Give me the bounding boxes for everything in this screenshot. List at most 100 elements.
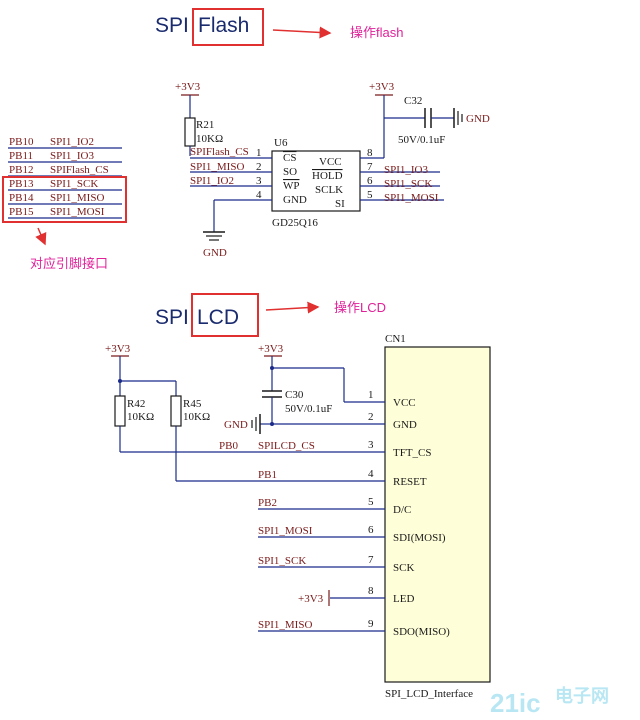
mcu-pin-row: PB11 SPI1_IO3 bbox=[8, 150, 122, 163]
cn1-pin-num: 4 bbox=[368, 468, 374, 480]
watermark-logo: 21ic bbox=[490, 688, 541, 718]
cn1-pin-label: LED bbox=[393, 593, 414, 605]
c30-value: 50V/0.1uF bbox=[285, 403, 332, 415]
spi-pins-highlight bbox=[2, 176, 127, 223]
r42-ref: R42 bbox=[127, 398, 145, 410]
u6-left-pins: SPIFlash_CS 1 CS SPI1_MISO 2 SO SPI1_IO2… bbox=[190, 146, 307, 206]
cn1-pin-label: VCC bbox=[393, 397, 416, 409]
u6-right-num: 7 bbox=[367, 161, 373, 173]
u6-right-label: SCLK bbox=[315, 184, 343, 196]
u6-left-label: SO bbox=[283, 166, 297, 178]
u6-right-num: 8 bbox=[367, 147, 373, 159]
u6-left-num: 4 bbox=[256, 189, 262, 201]
mcu-pin-name: PB15 bbox=[9, 206, 34, 218]
cn1-pin: 4 RESET PB1 bbox=[176, 468, 427, 488]
cn1-pin-net: SPI1_MISO bbox=[258, 619, 312, 631]
r45-ref: R45 bbox=[183, 398, 202, 410]
u6-chip-body bbox=[271, 150, 361, 212]
c32-value: 50V/0.1uF bbox=[398, 134, 445, 146]
u6-right-label: VCC bbox=[319, 156, 342, 168]
watermark-cn: 电子网 bbox=[555, 685, 609, 706]
lcd-arrow bbox=[265, 301, 320, 314]
cn1-pin-label: RESET bbox=[393, 476, 427, 488]
cn1-pin-net: SPI1_MOSI bbox=[258, 525, 313, 537]
lcd-title-highlight bbox=[191, 293, 259, 337]
r21-value: 10KΩ bbox=[196, 133, 223, 145]
cn1-pin-net: +3V3 bbox=[298, 593, 324, 605]
u6-left-net: SPI1_IO2 bbox=[190, 175, 234, 187]
cn1-pin-label: TFT_CS bbox=[393, 447, 432, 459]
mcu-pin-net: SPI1_IO3 bbox=[50, 150, 95, 162]
r21-ref: R21 bbox=[196, 119, 214, 131]
cn1-pin-num: 5 bbox=[368, 496, 374, 508]
flash-arrow-note: 操作flash bbox=[350, 25, 403, 40]
lcd-section: SPI LCD 操作LCD CN1 SPI_LCD_Interface 1 VC… bbox=[105, 293, 491, 700]
cn1-pin: 6 SDI(MOSI) SPI1_MOSI bbox=[258, 524, 446, 544]
u6-ref: U6 bbox=[274, 137, 288, 149]
u6-right-label: SI bbox=[335, 198, 345, 210]
flash-pwr-left: +3V3 bbox=[175, 81, 201, 93]
pins-note: 对应引脚接口 bbox=[30, 256, 108, 271]
u6-left-label: GND bbox=[283, 194, 307, 206]
flash-arrow bbox=[272, 26, 332, 39]
cn1-pin: 3 TFT_CS PB0 SPILCD_CS bbox=[120, 439, 432, 459]
cn1-pin-net: PB1 bbox=[258, 469, 277, 481]
mcu-pin-net: SPIFlash_CS bbox=[50, 164, 109, 176]
cn1-pin: 1 VCC bbox=[344, 389, 416, 409]
mcu-pin-list: PB10 SPI1_IO2 PB11 SPI1_IO3 PB12 SPIFlas… bbox=[2, 136, 127, 223]
cn1-pin-num: 1 bbox=[368, 389, 374, 401]
cn1-pins: 1 VCC 2 GND 3 TFT_CS PB0 SPILCD_CS 4 RES… bbox=[120, 389, 450, 638]
flash-title-spi: SPI bbox=[155, 14, 189, 37]
mcu-pin-name: PB14 bbox=[9, 192, 34, 204]
cn1-pin-label: SDO(MISO) bbox=[393, 626, 450, 638]
mcu-pin-name: PB10 bbox=[9, 136, 34, 148]
cn1-pin-num: 9 bbox=[368, 618, 374, 630]
cn1-pin-num: 8 bbox=[368, 585, 374, 597]
mcu-pin-row: PB13 SPI1_SCK bbox=[8, 178, 122, 191]
lcd-arrow-note: 操作LCD bbox=[334, 300, 386, 315]
lcd-title-lcd: LCD bbox=[197, 306, 239, 329]
cn1-connector-body bbox=[384, 346, 491, 683]
cn1-part: SPI_LCD_Interface bbox=[385, 688, 473, 700]
lcd-title-spi: SPI bbox=[155, 306, 189, 329]
u6-left-net: SPIFlash_CS bbox=[190, 146, 249, 158]
mcu-pin-row: PB12 SPIFlash_CS bbox=[8, 164, 122, 177]
u6-right-net: SPI1_MOSI bbox=[384, 192, 439, 204]
r45-value: 10KΩ bbox=[183, 411, 210, 423]
cn1-pin: 9 SDO(MISO) SPI1_MISO bbox=[258, 618, 450, 638]
flash-title-highlight bbox=[192, 8, 264, 46]
mcu-pin-net: SPI1_IO2 bbox=[50, 136, 94, 148]
u6-left-num: 2 bbox=[256, 161, 262, 173]
cn1-pin: 8 LED +3V3 bbox=[298, 585, 414, 606]
cn1-pin-label: SCK bbox=[393, 562, 414, 574]
u6-right-label: HOLD bbox=[312, 170, 343, 182]
cn1-pin-port: PB0 bbox=[219, 440, 238, 452]
mcu-pin-row: PB15 SPI1_MOSI bbox=[8, 206, 122, 219]
c30-ref: C30 bbox=[285, 389, 304, 401]
junction-dot bbox=[270, 366, 274, 370]
cn1-pin: 7 SCK SPI1_SCK bbox=[258, 554, 414, 574]
cn1-pin-label: GND bbox=[393, 419, 417, 431]
u6-right-net: SPI1_SCK bbox=[384, 178, 432, 190]
flash-gnd-bottom: GND bbox=[203, 247, 227, 259]
cn1-pin-num: 6 bbox=[368, 524, 374, 536]
u6-right-pins: VCC 8 HOLD 7 SPI1_IO3 SCLK 6 SPI1_SCK SI… bbox=[312, 147, 444, 210]
u6-left-num: 1 bbox=[256, 147, 262, 159]
cn1-pin-net: SPI1_SCK bbox=[258, 555, 306, 567]
lcd-pwr1: +3V3 bbox=[105, 343, 131, 355]
flash-gnd-right: GND bbox=[466, 113, 490, 125]
u6-right-num: 6 bbox=[367, 175, 373, 187]
mcu-pin-net: SPI1_MISO bbox=[50, 192, 104, 204]
cn1-pin-num: 2 bbox=[368, 411, 374, 423]
mcu-pin-name: PB11 bbox=[9, 150, 33, 162]
cn1-pin-net: PB2 bbox=[258, 497, 277, 509]
flash-title-flash: Flash bbox=[198, 14, 249, 37]
mcu-pin-row: PB14 SPI1_MISO bbox=[8, 192, 122, 205]
r42-resistor bbox=[114, 395, 126, 427]
mcu-pin-row: PB10 SPI1_IO2 bbox=[8, 136, 122, 149]
c32-ref: C32 bbox=[404, 95, 422, 107]
u6-right-num: 5 bbox=[367, 189, 373, 201]
u6-left-label: CS bbox=[283, 152, 296, 164]
cn1-pin-label: SDI(MOSI) bbox=[393, 532, 446, 544]
